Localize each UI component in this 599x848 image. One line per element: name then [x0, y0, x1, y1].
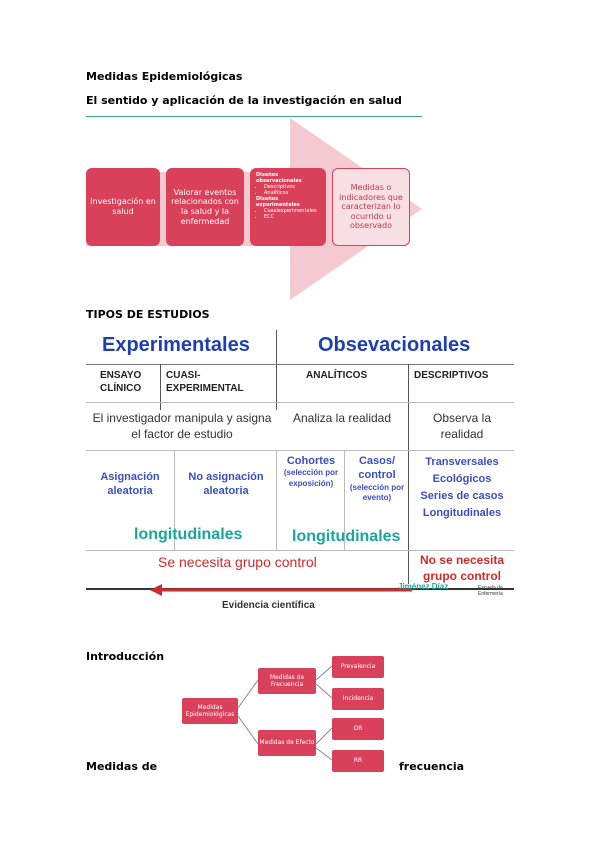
process-step-4: Medidas o indicadores que caracterizan l…: [332, 168, 410, 246]
list-item: Analíticos: [264, 190, 320, 196]
tree-incidencia-node: Incidencia: [332, 688, 384, 710]
divider: [276, 330, 277, 410]
list-item: Descriptivos: [264, 184, 320, 190]
cohortes-label: Cohortes: [286, 455, 336, 467]
longitudinales-analytic: longitudinales: [292, 528, 401, 545]
title-rule: [86, 116, 422, 117]
tree-connectors: [237, 665, 333, 761]
tree-frecuencia-node: Medidas de Frecuencia: [258, 668, 316, 694]
divider: [86, 402, 514, 403]
process-step-2: Valorar eventos relacionados con la salu…: [166, 168, 244, 246]
study-types-table: Experimentales Obsevacionales ENSAYO CLÍ…: [86, 330, 514, 622]
experimental-description: El investigador manipula y asigna el fac…: [92, 411, 272, 442]
list-item: Cuasiexperimentales: [264, 208, 320, 214]
process-step-3: Diseños observacionales DescriptivosAnal…: [250, 168, 326, 246]
analiticos-label: ANALÍTICOS: [306, 370, 368, 381]
list-item: Series de casos: [420, 490, 504, 503]
divider: [160, 364, 161, 410]
tree-or-node: OR: [332, 718, 384, 740]
divider: [344, 450, 345, 550]
no-asignacion-aleatoria: No asignación aleatoria: [188, 471, 264, 498]
logo-text: Jiménez Díaz: [398, 582, 449, 591]
divider: [86, 550, 514, 551]
cuasi-experimental-label: CUASI-EXPERIMENTAL: [166, 370, 244, 394]
asignacion-aleatoria: Asignación aleatoria: [100, 471, 160, 498]
divider: [276, 450, 277, 550]
grupo-control-text: Se necesita grupo control: [158, 554, 317, 570]
divider: [174, 450, 175, 550]
cohortes-note: (selección por exposición): [283, 468, 339, 488]
divider: [86, 364, 514, 365]
divider: [408, 364, 409, 584]
descriptive-description: Observa la realidad: [432, 411, 492, 442]
list-item: Ecológicos: [432, 473, 492, 486]
list-item: ECC: [264, 214, 320, 220]
types-heading: TIPOS DE ESTUDIOS: [86, 308, 210, 321]
evidencia-label: Evidencia científica: [222, 600, 315, 611]
list-item: Longitudinales: [422, 507, 502, 520]
intro-heading: Introducción: [86, 650, 165, 663]
process-step-2-label: Valorar eventos relacionados con la salu…: [171, 187, 239, 226]
tree-efecto-node: Medidas de Efecto: [258, 730, 316, 756]
page-title: Medidas Epidemiológicas: [86, 70, 243, 83]
tree-rr-node: RR: [332, 750, 384, 772]
casos-label: Casos/ control: [358, 455, 396, 482]
divider: [86, 450, 514, 451]
casos-control-cell: Casos/ control (selección por evento): [348, 454, 406, 503]
process-step-1: Investigación en salud: [86, 168, 160, 246]
list-item: Transversales: [425, 456, 499, 468]
school-logo-text: Escuela de Enfermería: [478, 585, 503, 597]
page-subtitle: El sentido y aplicación de la investigac…: [86, 94, 402, 107]
ensayo-clinico-label: ENSAYO CLÍNICO: [100, 370, 142, 394]
process-step-4-label: Medidas o indicadores que caracterizan l…: [339, 183, 403, 231]
tree-prevalencia-node: Prevalencia: [332, 656, 384, 678]
footer-left-text: Medidas de: [86, 760, 158, 773]
no-grupo-control-text: No se necesita grupo control: [419, 553, 505, 584]
tree-root-node: Medidas Epidemiológicas: [182, 698, 238, 724]
longitudinales-experimental: longitudinales: [134, 526, 243, 543]
descriptive-types-list: Transversales Ecológicos Series de casos…: [412, 454, 512, 522]
cohortes-cell: Cohortes (selección por exposición): [278, 454, 344, 489]
casos-note: (selección por evento): [349, 482, 405, 502]
process-step-1-label: Investigación en salud: [90, 197, 156, 216]
experimentales-title: Experimentales: [102, 334, 250, 356]
observacionales-title: Obsevacionales: [318, 334, 471, 356]
observational-heading: Diseños observacionales: [256, 172, 302, 184]
footer-right-text: frecuencia: [399, 760, 465, 773]
evidence-arrow: [150, 584, 412, 596]
descriptivos-label: DESCRIPTIVOS: [414, 370, 489, 381]
experimental-heading: Diseños experimentales: [256, 196, 300, 208]
analytic-description: Analiza la realidad: [292, 411, 392, 425]
